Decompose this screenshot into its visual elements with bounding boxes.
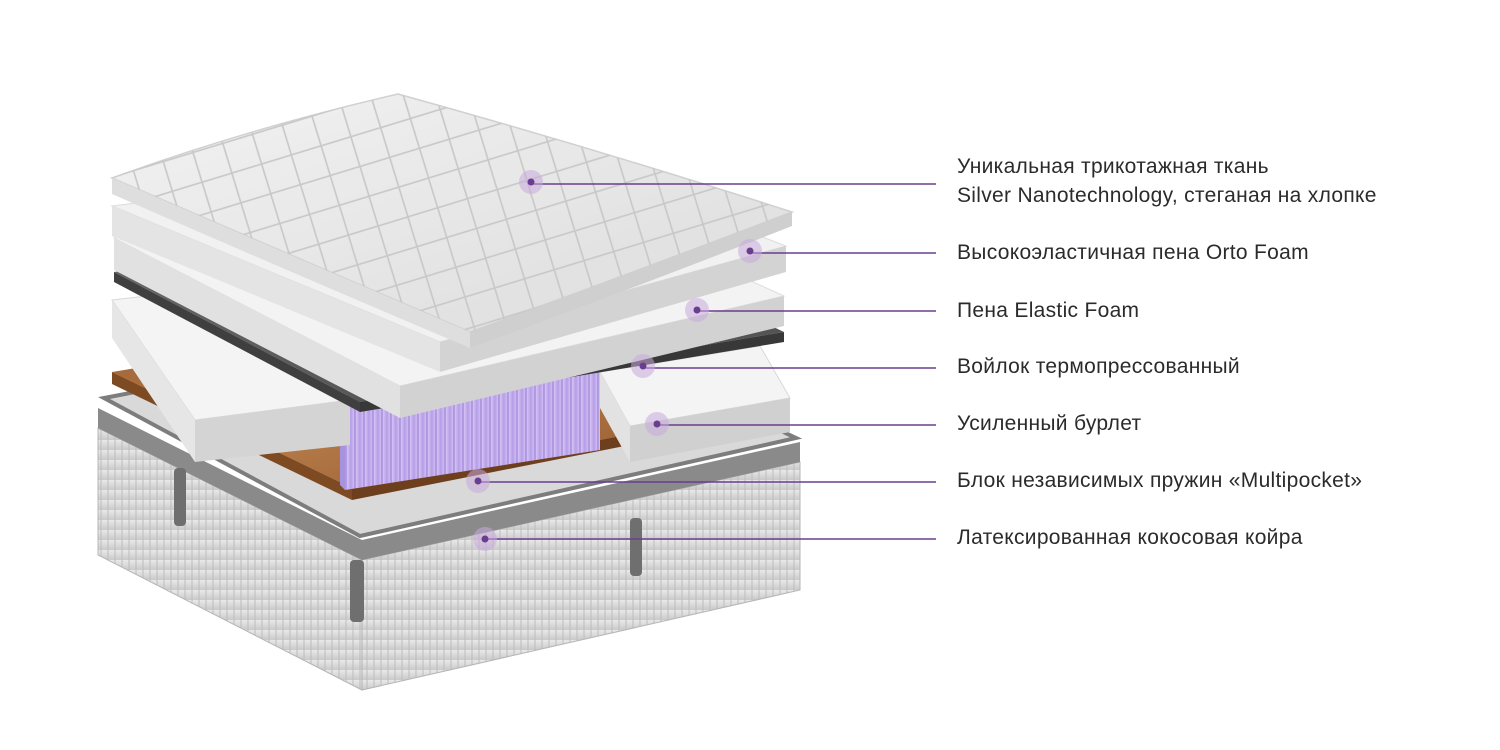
label-elastic-foam: Пена Elastic Foam bbox=[957, 296, 1139, 325]
label-elastic-foam-text: Пена Elastic Foam bbox=[957, 299, 1140, 322]
label-quilted-fabric-line-2: Silver Nanotechnology, стеганая на хлопк… bbox=[957, 184, 1377, 207]
callout-dot-coconut-coir bbox=[481, 535, 489, 543]
callout-dot-quilted-fabric bbox=[527, 178, 535, 186]
label-spring-block-text: Блок независимых пружин «Multipocket» bbox=[957, 469, 1363, 492]
label-felt: Войлок термопрессованный bbox=[957, 352, 1240, 381]
label-edge-support-text: Усиленный бурлет bbox=[957, 412, 1142, 435]
label-quilted-fabric: Уникальная трикотажная ткань Silver Nano… bbox=[957, 152, 1377, 210]
label-spring-block: Блок независимых пружин «Multipocket» bbox=[957, 466, 1362, 495]
callout-dot-edge-support bbox=[653, 420, 661, 428]
label-orto-foam: Высокоэластичная пена Orto Foam bbox=[957, 238, 1309, 267]
label-coconut-coir: Латексированная кокосовая койра bbox=[957, 523, 1303, 552]
label-quilted-fabric-line-1: Уникальная трикотажная ткань bbox=[957, 155, 1269, 178]
callout-lines bbox=[466, 170, 936, 551]
layer-edge-support bbox=[111, 281, 791, 462]
callout-dot-orto-foam bbox=[746, 247, 754, 255]
label-orto-foam-text: Высокоэластичная пена Orto Foam bbox=[957, 241, 1309, 264]
callout-dot-spring-block bbox=[474, 477, 482, 485]
label-coconut-coir-text: Латексированная кокосовая койра bbox=[957, 526, 1303, 549]
callout-dot-elastic-foam bbox=[693, 306, 701, 314]
label-felt-text: Войлок термопрессованный bbox=[957, 355, 1240, 378]
callout-dot-felt bbox=[639, 362, 647, 370]
label-edge-support: Усиленный бурлет bbox=[957, 409, 1141, 438]
layer-quilted-fabric bbox=[109, 93, 795, 348]
